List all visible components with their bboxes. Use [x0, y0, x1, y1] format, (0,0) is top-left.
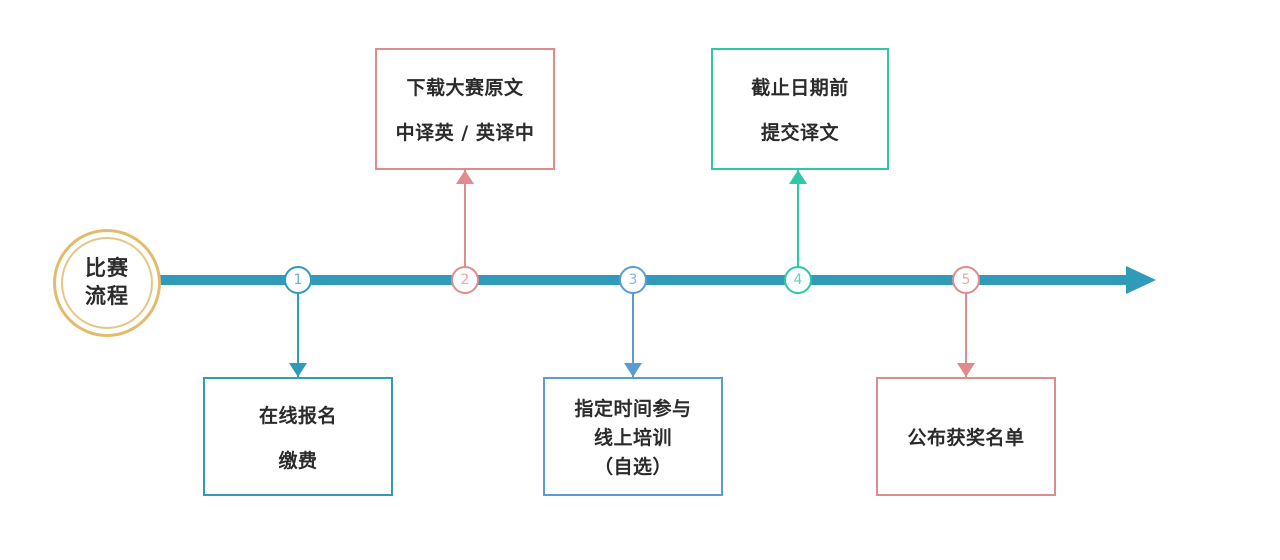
step-box-submit-translation[interactable]: 截止日期前提交译文	[711, 48, 889, 170]
connector-step-4	[797, 170, 799, 280]
timeline-arrowhead-icon	[1126, 266, 1156, 294]
connector-arrowhead-icon-step-4	[789, 170, 807, 184]
connector-arrowhead-icon-step-5	[957, 363, 975, 377]
start-node-label-line-2: 流程	[85, 284, 129, 308]
step-box-submit-translation-line-1: 截止日期前	[751, 77, 849, 99]
start-node-label-line-1: 比赛	[85, 256, 129, 281]
timeline-marker-number: 5	[961, 272, 971, 288]
timeline-marker-number: 4	[793, 272, 803, 288]
step-box-online-training-line-2: 线上培训	[593, 427, 672, 449]
step-box-download-source-text-line-2: 中译英 / 英译中	[395, 122, 535, 144]
step-box-online-registration-line-2: 缴费	[278, 449, 318, 472]
step-box-download-source-text[interactable]: 下载大赛原文中译英 / 英译中	[375, 48, 555, 170]
timeline-marker-5[interactable]: 5	[952, 266, 980, 294]
step-box-download-source-text-line-1: 下载大赛原文	[406, 77, 524, 99]
step-box-online-training[interactable]: 指定时间参与线上培训 （自选）	[543, 377, 723, 496]
connector-step-3	[632, 280, 634, 377]
timeline-marker-2[interactable]: 2	[451, 266, 479, 294]
start-node-label: 比赛 流程	[85, 255, 129, 310]
connector-step-5	[965, 280, 967, 377]
connector-step-2	[464, 170, 466, 280]
connector-step-1	[297, 280, 299, 377]
timeline-marker-number: 1	[293, 272, 303, 288]
step-box-online-registration[interactable]: 在线报名缴费	[203, 377, 393, 496]
step-box-announce-winners-line-1: 公布获奖名单	[907, 427, 1025, 449]
connector-arrowhead-icon-step-1	[289, 363, 307, 377]
timeline-marker-4[interactable]: 4	[784, 266, 812, 294]
step-box-online-training-line-3: （自选）	[593, 456, 672, 478]
step-box-online-registration-line-1: 在线报名	[258, 404, 337, 427]
timeline-marker-number: 2	[460, 272, 470, 288]
connector-arrowhead-icon-step-3	[624, 363, 642, 377]
step-box-online-training-line-1: 指定时间参与	[574, 398, 692, 420]
step-box-announce-winners[interactable]: 公布获奖名单	[876, 377, 1056, 496]
connector-arrowhead-icon-step-2	[456, 170, 474, 184]
timeline-marker-1[interactable]: 1	[284, 266, 312, 294]
timeline-marker-3[interactable]: 3	[619, 266, 647, 294]
timeline-marker-number: 3	[628, 272, 638, 288]
start-node: 比赛 流程	[53, 229, 161, 337]
step-box-submit-translation-line-2: 提交译文	[760, 122, 839, 144]
